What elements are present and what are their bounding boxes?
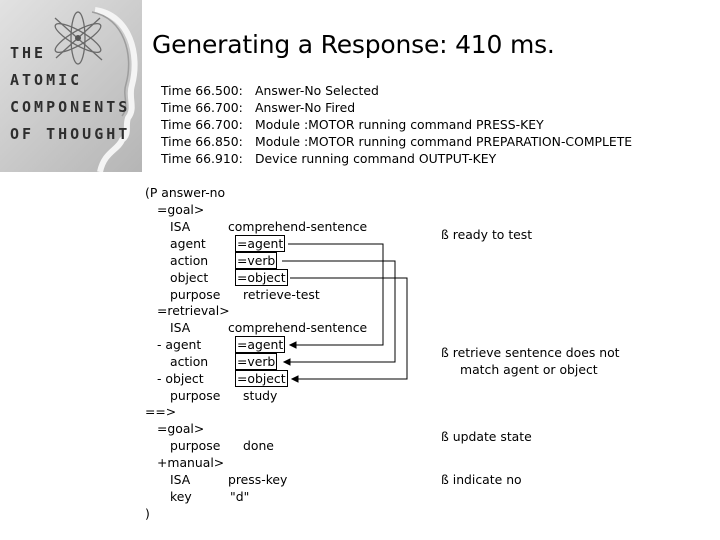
slot-name: purpose — [170, 287, 221, 302]
agent-arrowhead — [288, 341, 297, 349]
slot-name: ISA — [170, 219, 191, 234]
goal-buffer-header: =goal> — [157, 421, 205, 436]
slot-value: comprehend-sentence — [228, 320, 368, 335]
left-arrow-icon: ß — [441, 227, 449, 242]
production-arrow: ==> — [145, 404, 177, 419]
slot-name: purpose — [170, 438, 221, 453]
left-arrow-icon: ß — [441, 345, 449, 360]
slot-name: object — [170, 270, 209, 285]
atom-icon — [54, 11, 103, 65]
goal-object-variable: =object — [235, 269, 288, 286]
logo-line: THE — [10, 44, 47, 62]
action-connector — [282, 260, 396, 363]
left-arrow-icon: ß — [441, 429, 449, 444]
goal-action-variable: =verb — [235, 252, 278, 269]
slot-value: press-key — [228, 472, 288, 487]
note-ready: ß ready to test — [441, 227, 533, 242]
object-arrowhead — [290, 375, 299, 383]
object-connector — [290, 277, 408, 380]
logo-line: OF THOUGHT — [10, 125, 131, 143]
trace-row: Time 66.700:Module :MOTOR running comman… — [161, 116, 544, 132]
slot-value: "d" — [230, 489, 250, 504]
slot-name: purpose — [170, 388, 221, 403]
book-logo: THE ATOMIC COMPONENTS OF THOUGHT — [0, 0, 142, 172]
trace-row: Time 66.850:Module :MOTOR running comman… — [161, 133, 633, 149]
slot-name: agent — [170, 236, 206, 251]
slot-value: retrieve-test — [243, 287, 320, 302]
slot-name: ISA — [170, 320, 191, 335]
left-arrow-icon: ß — [441, 472, 449, 487]
slot-value: comprehend-sentence — [228, 219, 368, 234]
goal-buffer-header: =goal> — [157, 202, 205, 217]
slot-name: action — [170, 253, 209, 268]
note-indicate: ß indicate no — [441, 472, 522, 487]
retrieval-action-variable: =verb — [235, 353, 278, 370]
slot-name: - object — [157, 371, 204, 386]
slot-name: ISA — [170, 472, 191, 487]
logo-line: ATOMIC — [10, 71, 83, 89]
slot-name: action — [170, 354, 209, 369]
note-retrieve-cont: match agent or object — [460, 362, 598, 377]
head-profile-icon — [54, 7, 138, 172]
slot-value: done — [243, 438, 274, 453]
slot-name: key — [170, 489, 192, 504]
slot-value: study — [243, 388, 278, 403]
logo-text: THE ATOMIC COMPONENTS OF THOUGHT — [10, 40, 130, 148]
trace-row: Time 66.500:Answer-No Selected — [161, 83, 379, 98]
production-close: ) — [145, 506, 150, 521]
slot-name: - agent — [157, 337, 202, 352]
agent-connector — [288, 243, 384, 346]
retrieval-agent-variable: =agent — [235, 336, 286, 353]
trace-row: Time 66.700:Answer-No Fired — [161, 99, 356, 115]
retrieval-object-variable: =object — [235, 370, 288, 387]
note-update: ß update state — [441, 429, 532, 444]
slide-title: Generating a Response: 410 ms. — [152, 30, 555, 59]
logo-line: COMPONENTS — [10, 98, 131, 116]
trace-log: Time 66.500:Answer-No Selected Time 66.7… — [161, 83, 632, 168]
note-retrieve: ß retrieve sentence does not — [441, 345, 620, 360]
trace-row: Time 66.910:Device running command OUTPU… — [161, 150, 497, 166]
manual-buffer-header: +manual> — [157, 455, 225, 470]
goal-agent-variable: =agent — [235, 235, 286, 252]
production-open: (P answer-no — [145, 185, 226, 200]
retrieval-buffer-header: =retrieval> — [157, 303, 230, 318]
action-arrowhead — [282, 358, 291, 366]
